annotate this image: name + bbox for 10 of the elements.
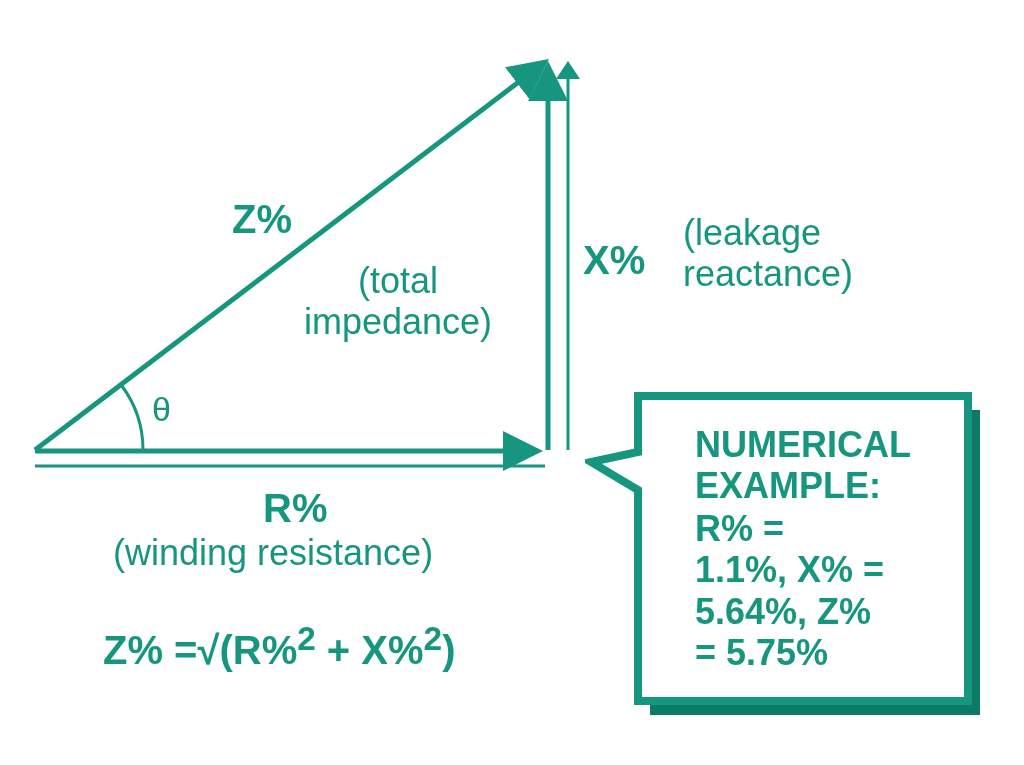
vector-label: Z%: [232, 196, 293, 242]
vector-description: (total impedance): [302, 260, 494, 343]
vector-label: X%: [583, 237, 647, 283]
vector-description: (leakage reactance): [683, 212, 855, 295]
callout-values: R% = 1.1%, X% = 5.64%, Z% = 5.75%: [695, 508, 885, 674]
vector-description: (winding resistance): [113, 532, 435, 574]
vector-label: R%: [263, 485, 329, 531]
callout-heading: NUMERICAL EXAMPLE:: [695, 424, 912, 507]
angle-label: θ: [152, 390, 172, 430]
formula: Z% =√(R%$^{2}$ + X%$^{2}$): [103, 620, 456, 674]
